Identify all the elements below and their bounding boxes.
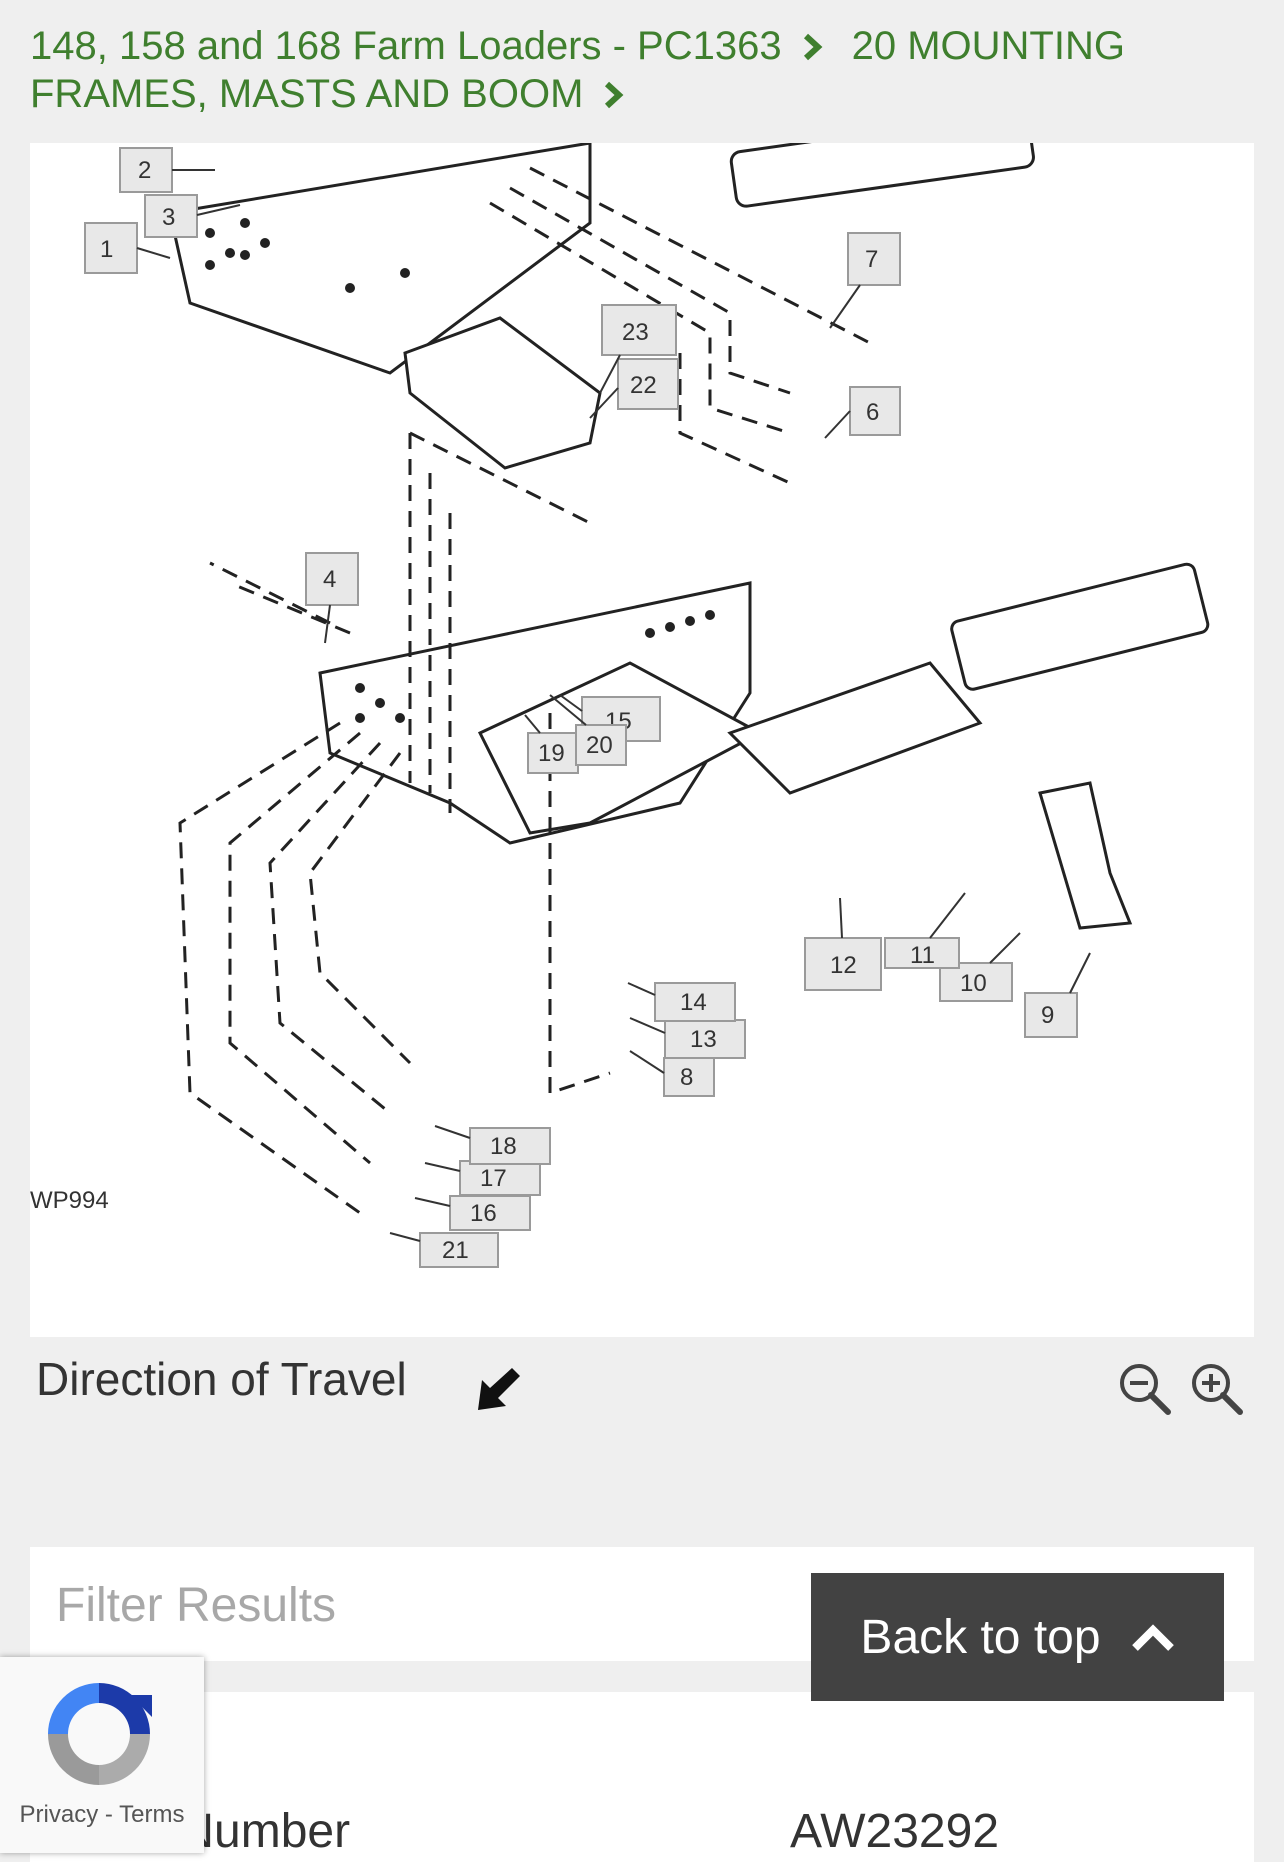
mounting-plate-top <box>168 141 592 375</box>
svg-text:11: 11 <box>910 942 935 969</box>
svg-text:20: 20 <box>586 732 613 759</box>
callout-7[interactable]: 7 <box>829 232 901 329</box>
filter-results-input[interactable] <box>54 1571 798 1639</box>
svg-text:23: 23 <box>622 319 649 346</box>
callout-10[interactable]: 10 <box>939 932 1021 1002</box>
svg-text:1: 1 <box>100 236 113 263</box>
back-to-top-label: Back to top <box>860 1610 1101 1664</box>
breadcrumb-item-mounting-frames[interactable]: 20 MOUNTING FRAMES, MASTS AND BOOM <box>30 24 1125 116</box>
chevron-up-icon <box>1131 1624 1174 1651</box>
svg-text:7: 7 <box>865 246 878 273</box>
svg-text:2: 2 <box>138 157 151 184</box>
diagram-code: WP994 <box>30 1187 109 1214</box>
svg-text:10: 10 <box>960 970 987 997</box>
recaptcha-separator: - <box>104 1801 113 1828</box>
part-number-value: AW23292 <box>790 1805 1000 1858</box>
callout-13[interactable]: 13 <box>629 1017 746 1059</box>
svg-text:17: 17 <box>480 1165 507 1192</box>
callout-23[interactable]: 23 <box>599 304 677 394</box>
callout-16[interactable]: 16 <box>414 1195 531 1231</box>
parts-diagram-drawing: WP994 1 2 3 4 6 7 8 9 10 11 12 13 14 15 … <box>30 111 1210 1268</box>
callout-1[interactable]: 1 <box>84 222 171 274</box>
bracket-22 <box>403 316 602 470</box>
callout-19[interactable]: 19 <box>524 714 579 774</box>
recaptcha-badge: Privacy - Terms <box>0 1657 204 1853</box>
result-card: e Part Number AW23292 <box>30 1692 1254 1862</box>
callout-6[interactable]: 6 <box>824 386 901 439</box>
callout-2[interactable]: 2 <box>119 147 215 193</box>
callout-4[interactable]: 4 <box>305 552 359 644</box>
recaptcha-terms-link[interactable]: Terms <box>119 1801 185 1828</box>
svg-text:14: 14 <box>680 989 707 1016</box>
callout-9[interactable]: 9 <box>1024 952 1091 1038</box>
svg-text:19: 19 <box>538 740 565 767</box>
callout-17[interactable]: 17 <box>424 1160 541 1196</box>
recaptcha-privacy-link[interactable]: Privacy <box>19 1801 99 1828</box>
svg-text:4: 4 <box>323 566 336 593</box>
svg-text:8: 8 <box>680 1064 693 1091</box>
arrow-down-left-icon <box>478 1368 520 1410</box>
callout-18[interactable]: 18 <box>434 1125 551 1165</box>
zoom-out-icon[interactable] <box>1116 1360 1172 1416</box>
direction-of-travel-label: Direction of Travel <box>36 1353 407 1405</box>
callout-14[interactable]: 14 <box>627 982 736 1022</box>
boom-arm <box>727 661 983 795</box>
recaptcha-logo-icon <box>48 1683 152 1785</box>
svg-text:13: 13 <box>690 1026 717 1053</box>
callout-12[interactable]: 12 <box>804 897 882 991</box>
breadcrumb-item-farm-loaders[interactable]: 148, 158 and 168 Farm Loaders - PC1363 <box>30 24 782 68</box>
parts-diagram: WP994 1 2 3 4 6 7 8 9 10 11 12 13 14 15 … <box>30 111 1254 1337</box>
zoom-in-icon[interactable] <box>1188 1360 1244 1416</box>
svg-text:21: 21 <box>442 1237 469 1264</box>
callout-3[interactable]: 3 <box>144 194 241 238</box>
svg-text:12: 12 <box>830 952 857 979</box>
svg-text:16: 16 <box>470 1200 497 1227</box>
bracket-9 <box>1038 781 1133 930</box>
chevron-right-icon <box>599 73 627 109</box>
chevron-right-icon <box>798 25 826 61</box>
callout-21[interactable]: 21 <box>389 1232 499 1268</box>
callout-20[interactable]: 20 <box>549 694 627 766</box>
callout-22[interactable]: 22 <box>589 358 679 419</box>
boom-tube-top <box>729 111 1035 208</box>
svg-text:9: 9 <box>1041 1002 1054 1029</box>
svg-text:3: 3 <box>162 204 175 231</box>
svg-text:22: 22 <box>630 372 657 399</box>
back-to-top-button[interactable]: Back to top <box>811 1573 1224 1701</box>
boom-tube-lower <box>950 562 1210 691</box>
svg-text:18: 18 <box>490 1133 517 1160</box>
callout-11[interactable]: 11 <box>884 892 966 969</box>
svg-text:6: 6 <box>866 399 879 426</box>
